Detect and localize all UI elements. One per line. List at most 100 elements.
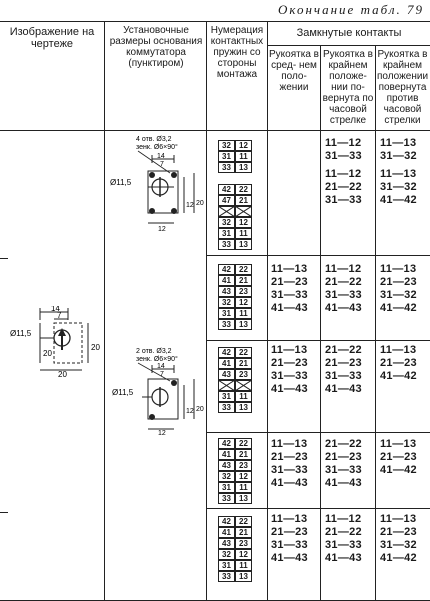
switch-drawing-main: 14 7 Ø11,5 20 20 20 bbox=[10, 306, 100, 378]
spring-number-cell: 43 bbox=[218, 369, 235, 380]
contact-pair: 31—32 bbox=[380, 150, 417, 162]
spring-number-cell: 12 bbox=[235, 297, 252, 308]
contact-pair: 31—33 bbox=[325, 194, 362, 206]
dim-a-14: 14 bbox=[157, 153, 165, 160]
spring-number-cell: 23 bbox=[235, 369, 252, 380]
dim-main-14: 14 bbox=[51, 306, 60, 313]
spring-number-cell: 32 bbox=[218, 297, 235, 308]
spring-number-cell: 33 bbox=[218, 402, 235, 413]
spring-number-cell: 13 bbox=[235, 493, 252, 504]
spring-number-cell: 33 bbox=[218, 319, 235, 330]
contact-pair: 41—42 bbox=[380, 464, 417, 476]
spring-number-cell: 12 bbox=[235, 549, 252, 560]
contact-pair: 31—32 bbox=[380, 289, 417, 301]
contact-pair: 21—22 bbox=[325, 438, 362, 450]
spring-number-cell: 11 bbox=[235, 560, 252, 571]
crossed-cell bbox=[218, 380, 235, 391]
dim-b-14: 14 bbox=[157, 363, 165, 370]
contact-pair: 21—23 bbox=[325, 357, 362, 369]
contact-pair: 31—33 bbox=[325, 464, 362, 476]
label-a-holes: 4 отв. Ø3,2 bbox=[136, 136, 172, 143]
header-drawing: Изображение на чертеже bbox=[9, 26, 95, 50]
contact-pair: 41—42 bbox=[380, 552, 417, 564]
dim-a-12-bottom: 12 bbox=[158, 226, 166, 233]
contact-pair: 21—23 bbox=[380, 357, 417, 369]
contact-pair: 21—23 bbox=[380, 276, 417, 288]
contact-pair: 11—13 bbox=[380, 168, 417, 180]
spring-number-cell: 11 bbox=[235, 151, 252, 162]
contact-pair: 11—13 bbox=[271, 344, 308, 356]
contact-pair: 41—42 bbox=[380, 194, 417, 206]
spring-number-cell: 41 bbox=[218, 449, 235, 460]
spring-number-cell: 12 bbox=[235, 217, 252, 228]
spring-number-cell: 33 bbox=[218, 162, 235, 173]
dim-main-20-bottom: 20 bbox=[58, 370, 67, 378]
dim-a-20: 20 bbox=[196, 200, 204, 207]
dim-main-dia: Ø11,5 bbox=[10, 329, 32, 338]
spring-number-cell: 23 bbox=[235, 286, 252, 297]
contact-pair: 11—12 bbox=[325, 513, 362, 525]
header-closed-contacts: Замкнутые контакты bbox=[296, 27, 402, 39]
contact-pair: 21—22 bbox=[325, 181, 362, 193]
spring-number-cell: 31 bbox=[218, 228, 235, 239]
header-spring-numbering: Нумерация контактных пружин со стороны м… bbox=[210, 25, 264, 80]
dim-b-20: 20 bbox=[196, 406, 204, 413]
contact-pair: 21—23 bbox=[271, 276, 308, 288]
contact-pair: 11—13 bbox=[380, 137, 417, 149]
spring-number-cell: 21 bbox=[235, 358, 252, 369]
crossed-cell bbox=[218, 206, 235, 217]
contact-pair: 21—22 bbox=[325, 344, 362, 356]
contact-pair: 21—22 bbox=[325, 526, 362, 538]
spring-number-cell: 43 bbox=[218, 538, 235, 549]
contact-pair: 11—12 bbox=[325, 168, 362, 180]
spring-number-cell: 22 bbox=[235, 516, 252, 527]
contact-pair: 31—33 bbox=[271, 370, 308, 382]
dim-b-7: 7 bbox=[160, 371, 164, 378]
dim-main-20-left: 20 bbox=[43, 349, 52, 358]
spring-number-cell: 41 bbox=[218, 358, 235, 369]
mounting-drawing-b: 2 отв. Ø3,2 зенк. Ø6×90° 14 7 Ø11,5 12 2… bbox=[112, 348, 204, 435]
spring-number-cell: 31 bbox=[218, 560, 235, 571]
contact-pair: 21—23 bbox=[380, 451, 417, 463]
contact-pair: 41—42 bbox=[380, 302, 417, 314]
header-middle-position: Рукоятка в сред- нем поло- жении bbox=[269, 49, 319, 93]
spring-number-cell: 42 bbox=[218, 264, 235, 275]
spring-number-cell: 21 bbox=[235, 275, 252, 286]
dim-b-12-bottom: 12 bbox=[158, 430, 166, 435]
contact-pair: 11—13 bbox=[380, 513, 417, 525]
contact-pair: 41—43 bbox=[325, 302, 362, 314]
dim-b-dia: Ø11,5 bbox=[112, 388, 134, 397]
spring-number-cell: 41 bbox=[218, 275, 235, 286]
contact-pair: 41—43 bbox=[271, 552, 308, 564]
label-b-holes: 2 отв. Ø3,2 bbox=[136, 348, 172, 355]
crossed-cell bbox=[235, 206, 252, 217]
spring-number-cell: 43 bbox=[218, 460, 235, 471]
contact-pair: 11—13 bbox=[271, 513, 308, 525]
spring-number-cell: 12 bbox=[235, 471, 252, 482]
spring-number-cell: 21 bbox=[235, 195, 252, 206]
spring-number-cell: 22 bbox=[235, 184, 252, 195]
spring-number-cell: 11 bbox=[235, 482, 252, 493]
spring-number-cell: 33 bbox=[218, 239, 235, 250]
contact-pair: 11—13 bbox=[271, 438, 308, 450]
spring-number-cell: 11 bbox=[235, 228, 252, 239]
spring-number-cell: 47 bbox=[218, 195, 235, 206]
dim-a-7: 7 bbox=[160, 161, 164, 168]
spring-number-cell: 22 bbox=[235, 347, 252, 358]
spring-number-cell: 13 bbox=[235, 402, 252, 413]
contact-pair: 11—13 bbox=[380, 263, 417, 275]
contact-pair: 31—33 bbox=[325, 539, 362, 551]
contact-pair: 11—13 bbox=[271, 263, 308, 275]
contact-pair: 21—23 bbox=[380, 526, 417, 538]
spring-number-cell: 13 bbox=[235, 239, 252, 250]
